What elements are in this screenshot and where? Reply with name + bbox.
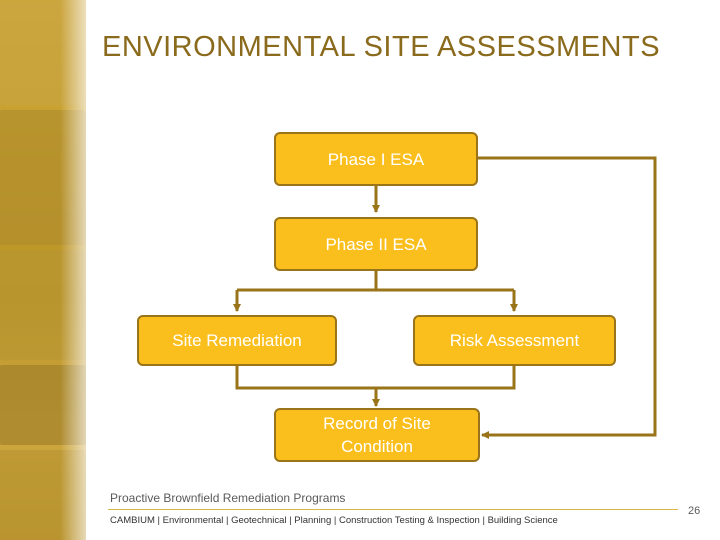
slide-title: ENVIRONMENTAL SITE ASSESSMENTS (102, 31, 661, 63)
node-record-of-site-condition: Record of Site Condition (274, 408, 480, 462)
node-phase1-esa: Phase I ESA (274, 132, 478, 186)
arrow-phase2-branch (235, 270, 516, 309)
sidebar-fade (60, 0, 100, 540)
footer-divider (108, 509, 678, 510)
arrow-phase1-bypass (477, 156, 657, 439)
footer-programs-label: Proactive Brownfield Remediation Program… (110, 491, 346, 505)
node-risk-assessment: Risk Assessment (413, 315, 616, 366)
footer-services-list: CAMBIUM | Environmental | Geotechnical |… (110, 515, 558, 526)
node-site-remediation: Site Remediation (137, 315, 337, 366)
node-phase2-esa: Phase II ESA (274, 217, 478, 271)
page-number: 26 (688, 505, 701, 517)
